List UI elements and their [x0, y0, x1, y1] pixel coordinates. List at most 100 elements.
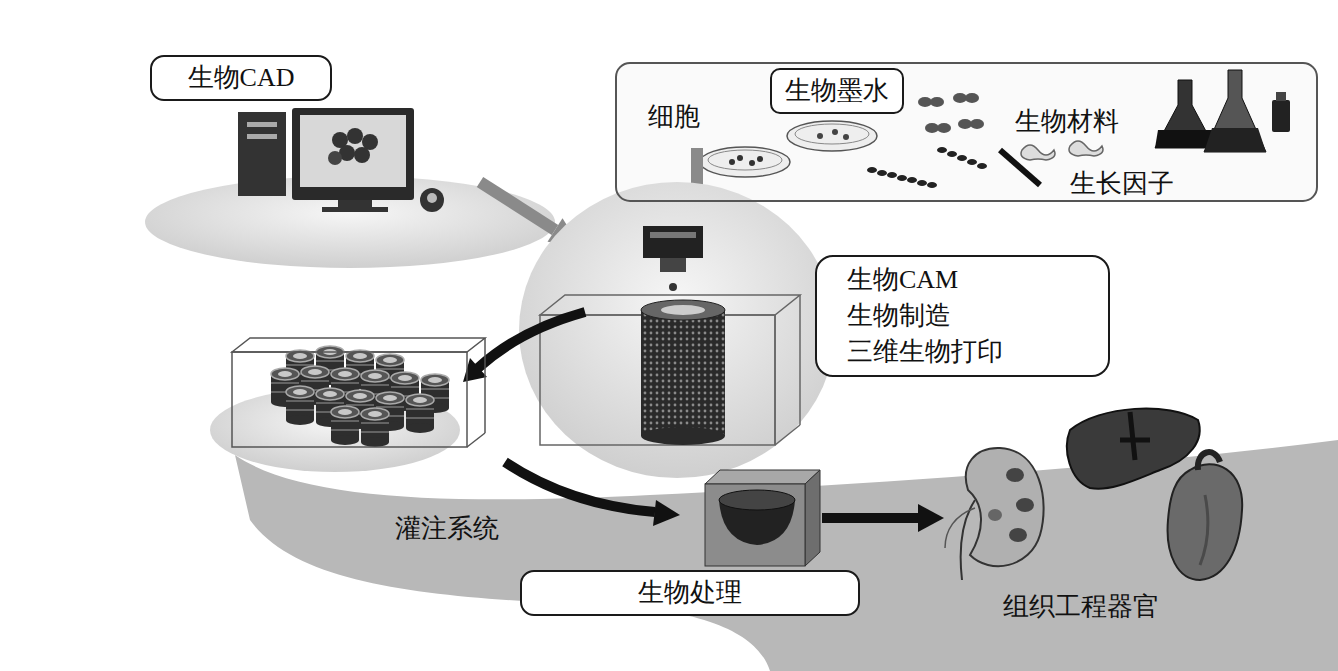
- petri-dishes-part: [708, 150, 782, 170]
- printer-illustration-part: [669, 283, 677, 291]
- biomaterial-particles: [1021, 141, 1103, 160]
- organ-kidney-part: [1009, 528, 1027, 542]
- molecules-part: [958, 119, 972, 129]
- bio-ink-panel: 细胞生物材料生长因子生物墨水: [615, 62, 1318, 202]
- box-text: 生物CAM: [847, 262, 958, 298]
- bioreactor-cube-part: [705, 484, 805, 566]
- molecules-part: [925, 123, 939, 133]
- computer-illustration-part: [292, 108, 414, 200]
- organ-kidney: [945, 448, 1044, 580]
- label-box: 生物墨水: [770, 68, 904, 114]
- tissue-block-part: [361, 408, 389, 447]
- flasks: [1155, 70, 1290, 152]
- computer-illustration-part: [247, 122, 277, 127]
- flow-arrow-part: [478, 312, 585, 368]
- helix-strands-part: [917, 180, 927, 186]
- helix-strands-part: [967, 159, 977, 165]
- tissue-block-part: [286, 386, 314, 425]
- flow-arrow: [505, 462, 680, 526]
- panel-item-label: 生物材料: [1015, 105, 1119, 139]
- organ-kidney-part: [966, 448, 1044, 566]
- box-text: 生物制造: [847, 298, 951, 334]
- molecules-part: [930, 97, 944, 107]
- petri-dishes-part: [817, 133, 823, 139]
- helix-strands-part: [907, 177, 917, 183]
- helix-strands-part: [927, 182, 937, 188]
- organ-kidney-part: [945, 508, 975, 548]
- caption-label: 灌注系统: [395, 512, 499, 546]
- bioreactor-cube: [705, 470, 820, 566]
- helix-strands: [867, 147, 1040, 188]
- box-text: 生物CAD: [188, 61, 295, 95]
- organ-heart-lung-part: [1200, 495, 1208, 565]
- computer-illustration-part: [322, 207, 388, 212]
- petri-dishes-part: [757, 156, 763, 162]
- label-box: 生物CAD: [150, 55, 332, 101]
- tissue-block-part: [484, 338, 486, 433]
- petri-dishes-part: [843, 134, 849, 140]
- printer-illustration-part: [661, 305, 705, 315]
- panel-ground: [616, 63, 1317, 201]
- flow-arrow-part: [653, 500, 680, 526]
- petri-dishes-part: [832, 129, 838, 135]
- tissue-block-part: [467, 433, 485, 447]
- flasks-part: [1204, 128, 1266, 152]
- tissue-block-part: [331, 406, 359, 445]
- molecules-part: [970, 119, 984, 129]
- helix-strands-part: [887, 172, 897, 178]
- flow-arrow-part: [480, 182, 555, 230]
- molecules-part: [953, 93, 967, 103]
- helix-strands-part: [867, 167, 877, 173]
- computer-illustration-part: [420, 188, 444, 212]
- flow-arrow: [463, 312, 585, 382]
- bioreactor-cube-part: [805, 470, 820, 566]
- panel-outline: [616, 63, 1317, 201]
- organ-kidney-part: [1016, 498, 1034, 512]
- molecules-part: [937, 123, 951, 133]
- helix-strands-part: [877, 170, 887, 176]
- printer-illustration-part: [641, 310, 725, 436]
- printer-illustration-part: [660, 258, 686, 272]
- molecules-part: [965, 93, 979, 103]
- organ-kidney-part: [1006, 468, 1024, 482]
- tissue-block-part: [232, 352, 467, 447]
- flow-arrow-part: [505, 462, 655, 512]
- biomaterial-particles-part: [1021, 145, 1055, 160]
- organ-liver-part: [1120, 412, 1150, 460]
- printer-illustration-part: [650, 232, 696, 238]
- printer-illustration-part: [519, 182, 835, 478]
- flasks-part: [1155, 80, 1215, 148]
- flasks-part: [1272, 100, 1290, 132]
- box-text: 生物墨水: [785, 74, 889, 108]
- tissue-block-part: [210, 388, 460, 472]
- petri-dishes-part: [787, 121, 877, 151]
- computer-illustration-part: [347, 128, 363, 144]
- petri-dishes-part: [749, 160, 755, 166]
- petri-dishes-part: [700, 147, 790, 177]
- computer-illustration: [145, 108, 555, 268]
- printer-illustration: [519, 182, 835, 478]
- computer-illustration-part: [338, 200, 372, 208]
- organ-liver-part: [1067, 409, 1200, 489]
- box-text: 三维生物打印: [847, 334, 1003, 370]
- helix-strands-part: [937, 147, 947, 153]
- computer-illustration-part: [328, 151, 342, 165]
- box-text: 生物处理: [638, 576, 742, 610]
- organ-heart-lung: [1168, 452, 1243, 580]
- helix-strands-part: [897, 175, 907, 181]
- flow-arrow: [822, 504, 944, 532]
- organ-heart-lung-part: [1198, 452, 1220, 470]
- label-box: 生物处理: [520, 570, 860, 616]
- molecules-part: [918, 97, 932, 107]
- organ-kidney-part: [961, 500, 975, 580]
- biomaterial-particles-part: [1069, 141, 1103, 156]
- printer-illustration-part: [643, 226, 703, 258]
- petri-dishes-part: [729, 159, 735, 165]
- flasks-part: [1276, 92, 1286, 101]
- caption-label: 组织工程器官: [1003, 590, 1159, 624]
- computer-illustration-part: [427, 193, 437, 203]
- computer-illustration-part: [238, 112, 286, 196]
- tissue-block: [210, 338, 485, 472]
- organ-kidney-part: [988, 509, 1002, 521]
